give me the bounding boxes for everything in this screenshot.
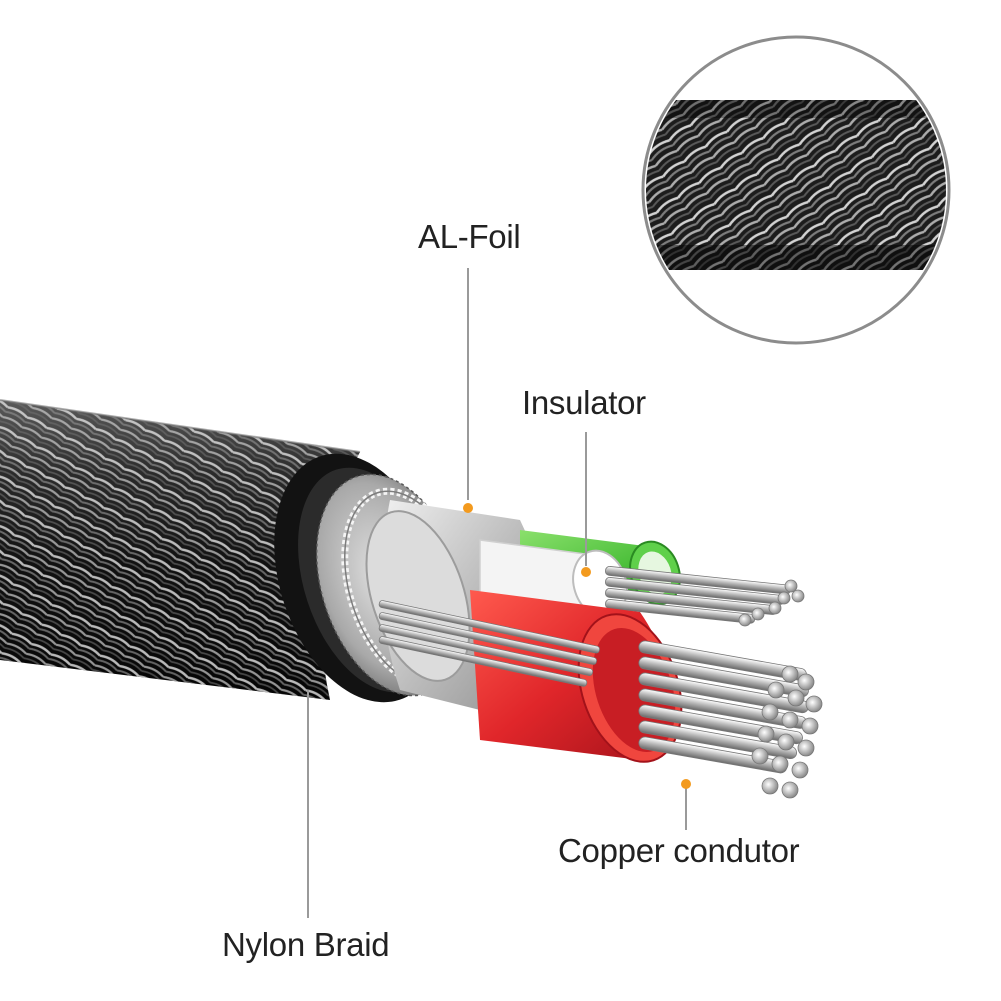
braid-zoom-inset <box>641 35 951 345</box>
insulator-marker <box>581 567 591 577</box>
label-insulator: Insulator <box>522 384 646 421</box>
label-copper-conductor: Copper condutor <box>558 832 800 869</box>
upper-copper-strands <box>605 565 805 627</box>
leader-lines <box>307 268 687 918</box>
copper-marker <box>681 779 691 789</box>
al-foil-marker <box>463 503 473 513</box>
drain-wire-strands <box>378 600 600 687</box>
label-nylon-braid: Nylon Braid <box>222 926 390 963</box>
label-al-foil: AL-Foil <box>418 218 521 255</box>
nylon-braid-jacket <box>0 399 361 700</box>
main-copper-strands <box>638 640 823 799</box>
marker-dots <box>463 503 691 789</box>
